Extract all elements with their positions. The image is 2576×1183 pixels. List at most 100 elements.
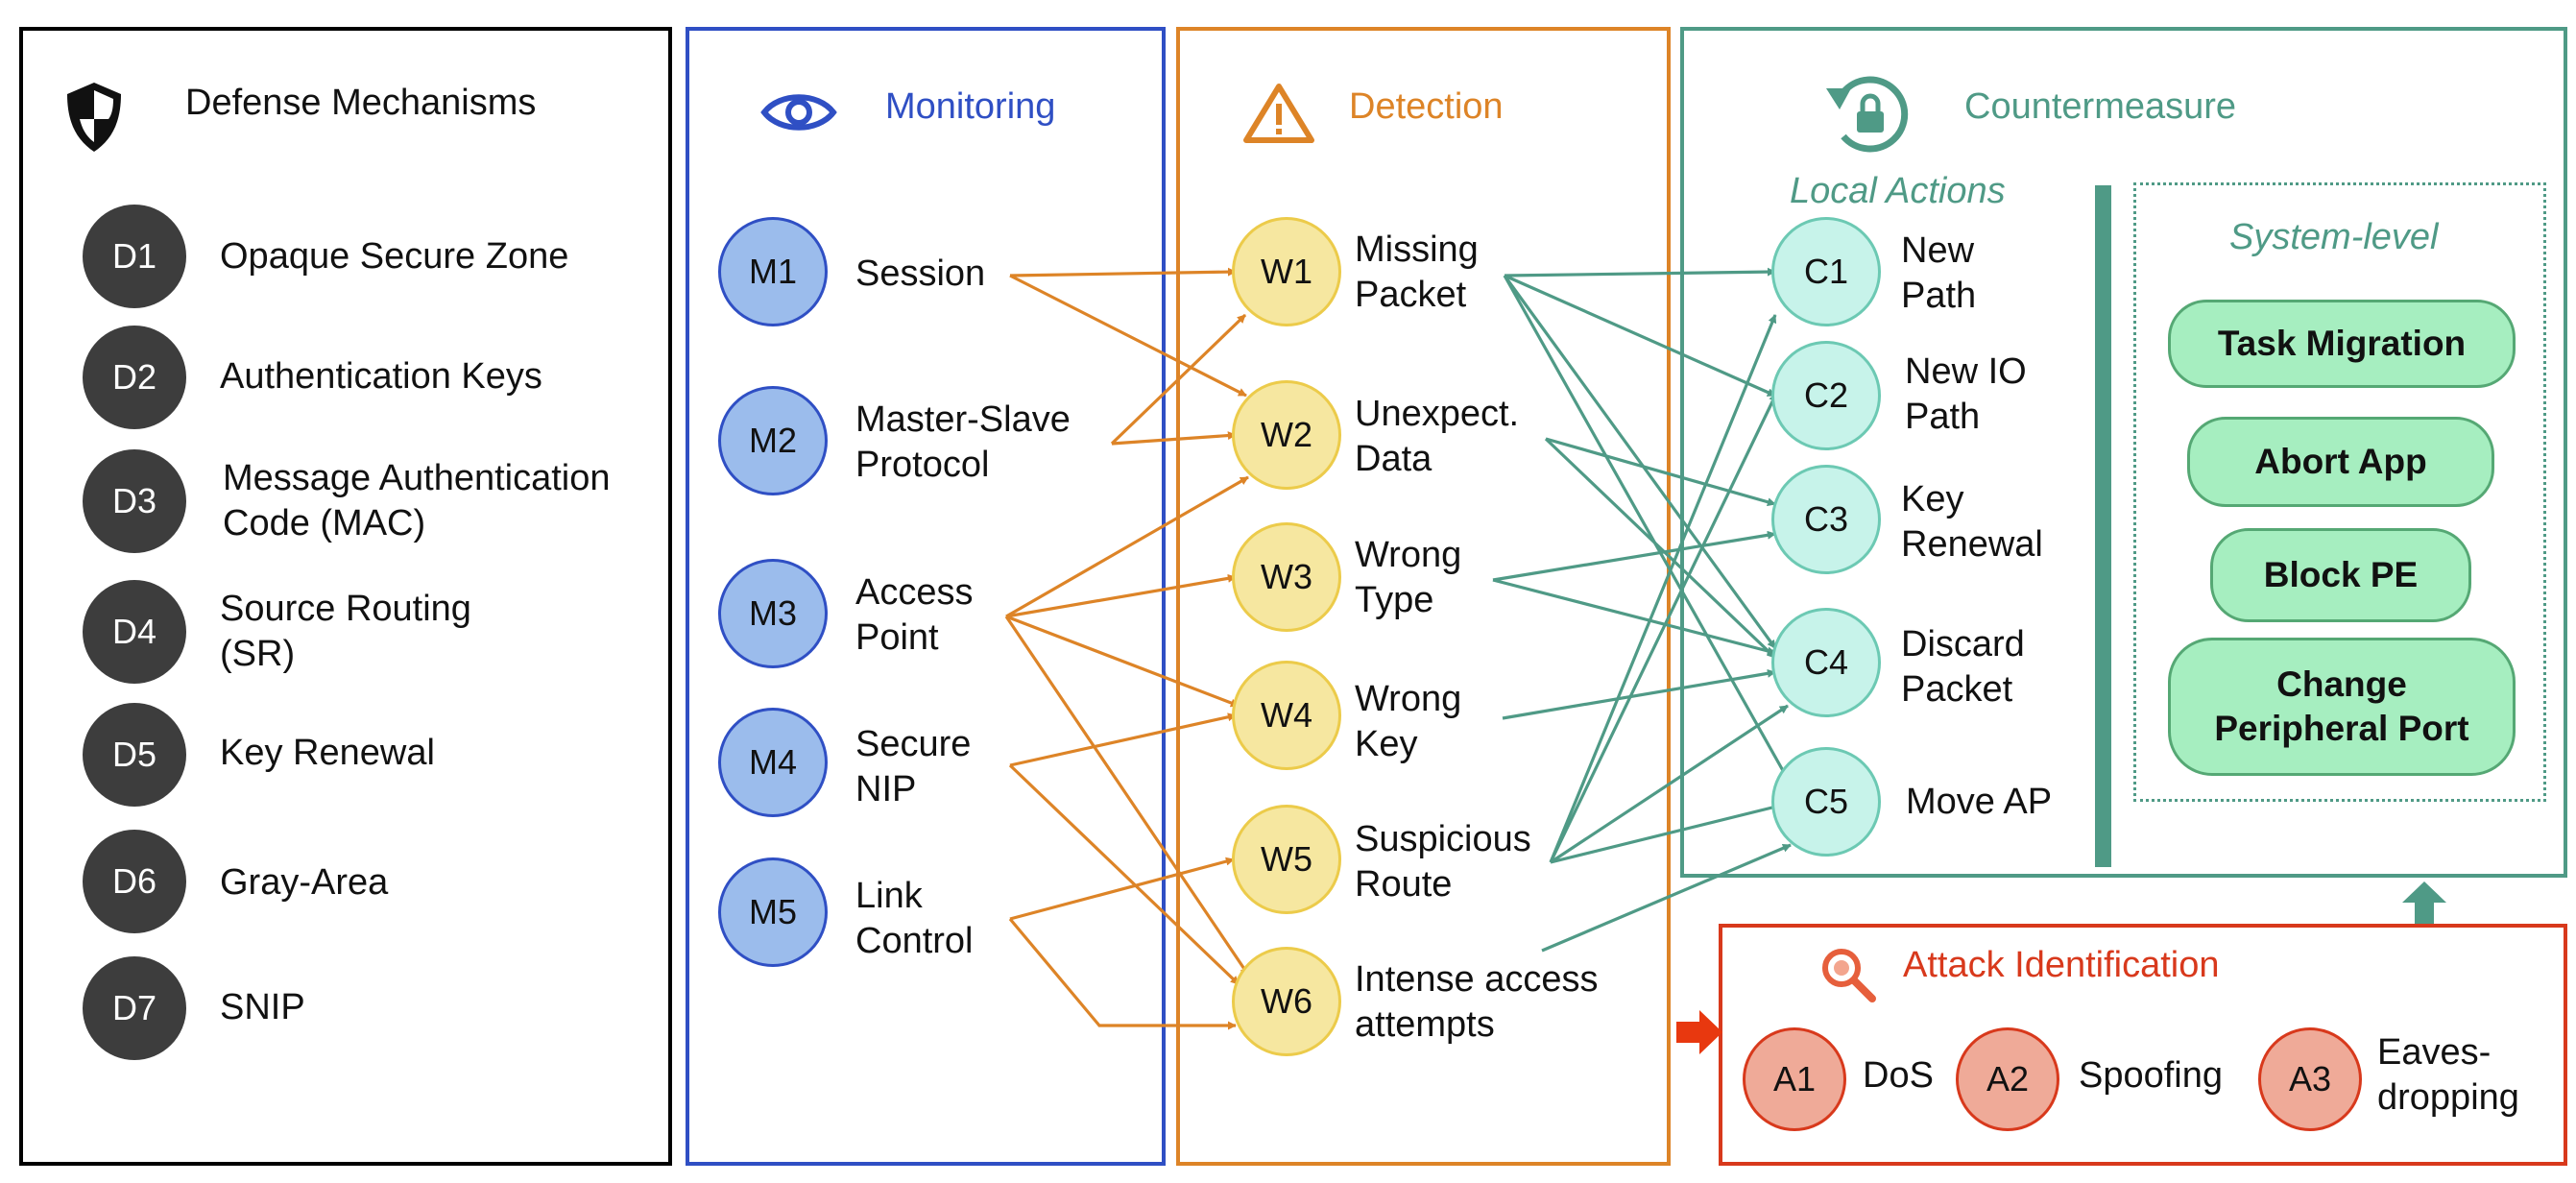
shield-icon [67,83,121,152]
countermeasure-label: Discard Packet [1901,624,2025,710]
edge-arrow [1005,573,1237,618]
edge-arrow [1503,275,1792,784]
countermeasure-label: Move AP [1906,782,2053,822]
detection-label: Intense access attempts [1355,959,1599,1045]
monitoring-label: Link Control [855,876,974,961]
defense-label: Gray-Area [220,862,389,903]
edge-arrow [1504,274,1776,398]
defense-node: D1 [83,205,186,308]
edge-arrow [1009,274,1247,398]
detection-label: Wrong Key [1355,679,1462,764]
edge-arrow [1004,616,1250,976]
defense-node: D6 [83,830,186,933]
defense-node: D7 [83,956,186,1060]
system-level-box [2133,182,2546,802]
edge-arrow [1492,578,1776,656]
countermeasure-label: New Path [1901,230,1977,316]
edge-arrow [1550,799,1796,864]
edge-arrow [1544,437,1777,660]
magnifier-icon [1822,949,1876,1002]
detection-node: W5 [1232,805,1341,914]
system-level-title: System-level [2229,217,2439,257]
edge-arrow [1503,275,1777,649]
monitoring-node: M4 [718,708,828,817]
monitoring-label: Session [855,254,986,294]
monitoring-label: Secure NIP [855,724,972,809]
edge-arrow [1111,431,1237,446]
defense-label: Authentication Keys [220,356,542,397]
attack-title: Attack Identification [1903,945,2220,985]
local-system-divider [2095,185,2111,867]
defense-node: D4 [83,580,186,684]
countermeasure-node: C4 [1771,608,1881,717]
arrow-up-icon [2402,881,2446,924]
attack-label: Spoofing [2079,1055,2224,1096]
edge-arrow [1502,668,1776,720]
attack-node: A1 [1743,1027,1846,1131]
edge-arrow [1005,615,1240,708]
countermeasure-title: Countermeasure [1964,86,2237,127]
system-action-task-migration: Task Migration [2168,300,2516,388]
countermeasure-node: C3 [1771,465,1881,574]
attack-label: Eaves- dropping [2377,1032,2519,1118]
detection-node: W1 [1232,217,1341,326]
defense-node: D3 [83,449,186,553]
defense-title: Defense Mechanisms [185,83,537,123]
detection-node: W6 [1232,947,1341,1056]
detection-node: W3 [1232,522,1341,632]
monitoring-node: M2 [718,386,828,495]
countermeasure-label: New IO Path [1905,351,2027,437]
monitoring-panel [686,27,1166,1166]
edge-arrow [1550,704,1789,864]
edge-arrow [1504,267,1776,278]
monitoring-label: Access Point [855,572,974,658]
edge-arrow [1005,475,1249,618]
countermeasure-node: C5 [1771,747,1881,857]
edge-arrow [1549,393,1778,863]
detection-title: Detection [1349,86,1504,127]
monitoring-node: M3 [718,559,828,668]
system-action-abort-app: Abort App [2187,417,2494,507]
detection-node: W4 [1232,661,1341,770]
edge-arrow [1541,843,1792,953]
edge-arrow [1110,313,1247,446]
detection-label: Suspicious Route [1355,819,1531,905]
edge-arrow [1009,267,1237,278]
edge-arrow [1009,712,1237,767]
monitoring-label: Master-Slave Protocol [855,399,1071,485]
defense-panel [19,27,672,1166]
edge-arrow [1008,917,1237,1030]
edge-arrow [1492,530,1776,582]
defense-label: Source Routing (SR) [220,589,471,674]
monitoring-node: M5 [718,857,828,967]
monitoring-node: M1 [718,217,828,326]
defense-label: SNIP [220,987,305,1027]
arrow-to-attack-icon [1676,1010,1722,1054]
defense-label: Message Authentication Code (MAC) [223,458,611,543]
detection-label: Wrong Type [1355,535,1462,620]
countermeasure-node: C2 [1771,341,1881,450]
attack-panel [1719,924,2567,1166]
attack-label: DoS [1863,1055,1934,1096]
defense-label: Key Renewal [220,733,435,773]
system-action-change-peripheral-port: Change Peripheral Port [2168,638,2516,776]
countermeasure-panel [1680,27,2567,878]
defense-node: D2 [83,326,186,429]
edge-arrow [1009,857,1235,921]
attack-node: A3 [2258,1027,2362,1131]
edge-arrow [1008,763,1240,986]
rotate-lock-icon [1826,76,1909,153]
attack-node: A2 [1956,1027,2059,1131]
local-actions-title: Local Actions [1790,171,2006,211]
eye-icon [760,94,837,131]
detection-label: Unexpect. Data [1355,394,1520,479]
detection-node: W2 [1232,380,1341,490]
countermeasure-label: Key Renewal [1901,479,2043,565]
monitoring-title: Monitoring [885,86,1056,127]
edge-arrow [1545,437,1776,507]
system-action-block-pe: Block PE [2210,528,2471,622]
countermeasure-node: C1 [1771,217,1881,326]
detection-panel [1176,27,1671,1166]
defense-node: D5 [83,703,186,807]
detection-label: Missing Packet [1355,229,1479,315]
